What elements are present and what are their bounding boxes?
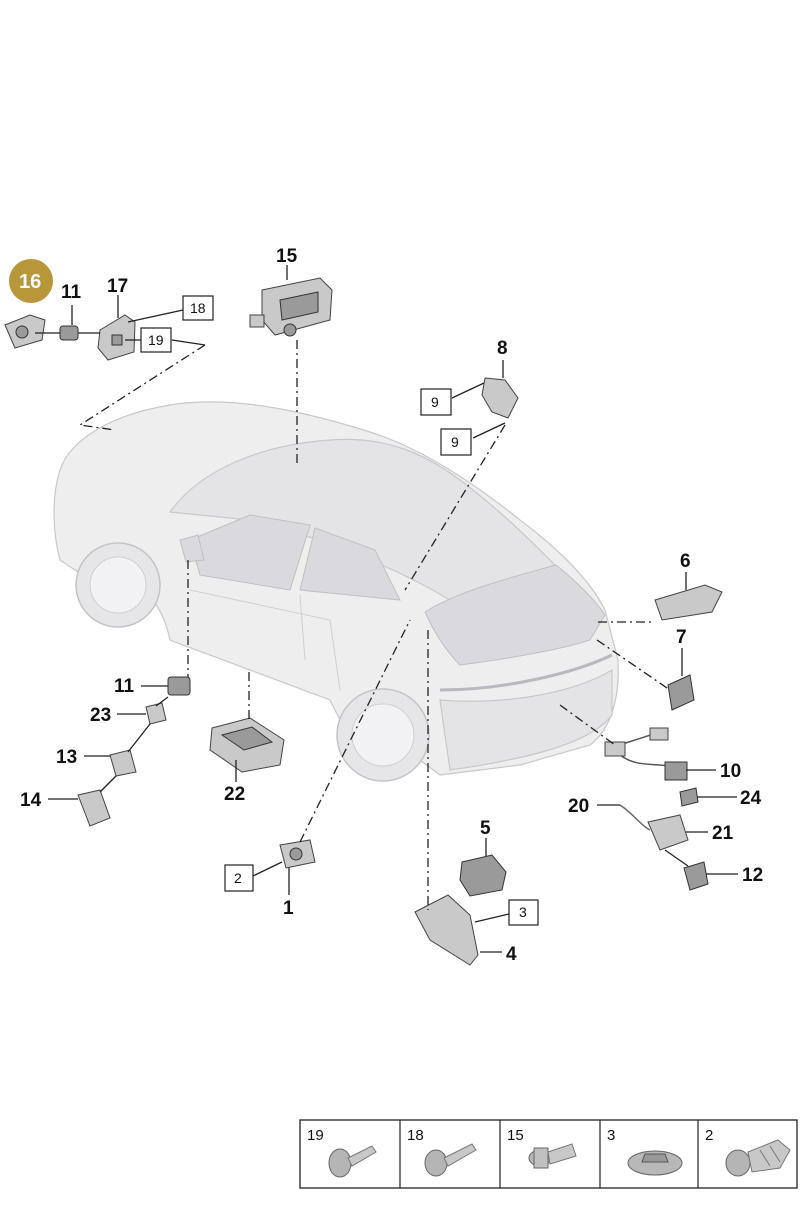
callout-labels: 15 11 17 8 6 7 11 23 13 14 10 24 20 21 2…	[20, 246, 763, 965]
vehicle-illustration	[53, 401, 619, 782]
callout-13: 13	[56, 747, 77, 768]
callout-16-highlight[interactable]: 16	[9, 259, 53, 303]
callout-23: 23	[90, 705, 111, 726]
sensor-assembly-21[interactable]	[619, 804, 709, 891]
control-unit-15[interactable]	[249, 277, 333, 337]
callout-24: 24	[740, 788, 762, 809]
sensor-chain-left[interactable]	[77, 676, 191, 827]
callout-5: 5	[480, 818, 491, 839]
rivet-nut-icon	[528, 1143, 577, 1169]
boxed-callouts: 18 19 9 9 2 3	[140, 295, 539, 926]
callout-14: 14	[20, 790, 42, 811]
expanding-clip-icon	[725, 1139, 791, 1177]
callout-9-lower: 9	[451, 434, 459, 450]
callout-2: 2	[234, 870, 242, 886]
module-6[interactable]	[654, 584, 723, 621]
legend-label-15: 15	[507, 1127, 524, 1144]
callout-1: 1	[283, 898, 294, 919]
fastener-legend: 19 18 15 3 2	[299, 1119, 798, 1189]
control-unit-22[interactable]	[209, 717, 285, 773]
callout-19: 19	[148, 332, 164, 348]
switch-1[interactable]	[279, 839, 316, 869]
harness-10[interactable]	[604, 727, 688, 781]
callout-10: 10	[720, 761, 741, 782]
callout-20: 20	[568, 796, 589, 817]
callout-12: 12	[742, 865, 763, 886]
callout-22: 22	[224, 784, 245, 805]
flat-head-bolt-icon	[328, 1145, 377, 1178]
callout-16: 16	[19, 271, 41, 293]
callout-11-top: 11	[61, 282, 82, 303]
callout-9-upper: 9	[431, 394, 439, 410]
callout-4: 4	[506, 944, 517, 965]
bracket-4[interactable]	[414, 894, 479, 966]
hex-bolt-icon	[424, 1143, 477, 1177]
flange-nut-icon	[627, 1150, 683, 1176]
callout-8: 8	[497, 338, 508, 359]
legend-label-3: 3	[607, 1127, 615, 1144]
leader-lines	[35, 265, 738, 953]
legend-label-2: 2	[705, 1127, 713, 1144]
sensor-7[interactable]	[667, 674, 695, 711]
legend-label-18: 18	[407, 1127, 424, 1144]
callout-11-bottom: 11	[114, 676, 135, 697]
callout-17: 17	[107, 276, 128, 297]
callout-6: 6	[680, 551, 691, 572]
callout-18: 18	[190, 300, 206, 316]
sensor-cluster-top-left[interactable]	[4, 314, 136, 361]
legend-label-19: 19	[307, 1127, 324, 1144]
callout-3: 3	[519, 904, 527, 920]
callout-7: 7	[676, 627, 687, 648]
sensor-8[interactable]	[481, 377, 519, 419]
callout-21: 21	[712, 823, 734, 844]
callout-15: 15	[276, 246, 298, 267]
module-5[interactable]	[459, 854, 507, 897]
clip-24[interactable]	[679, 787, 699, 807]
